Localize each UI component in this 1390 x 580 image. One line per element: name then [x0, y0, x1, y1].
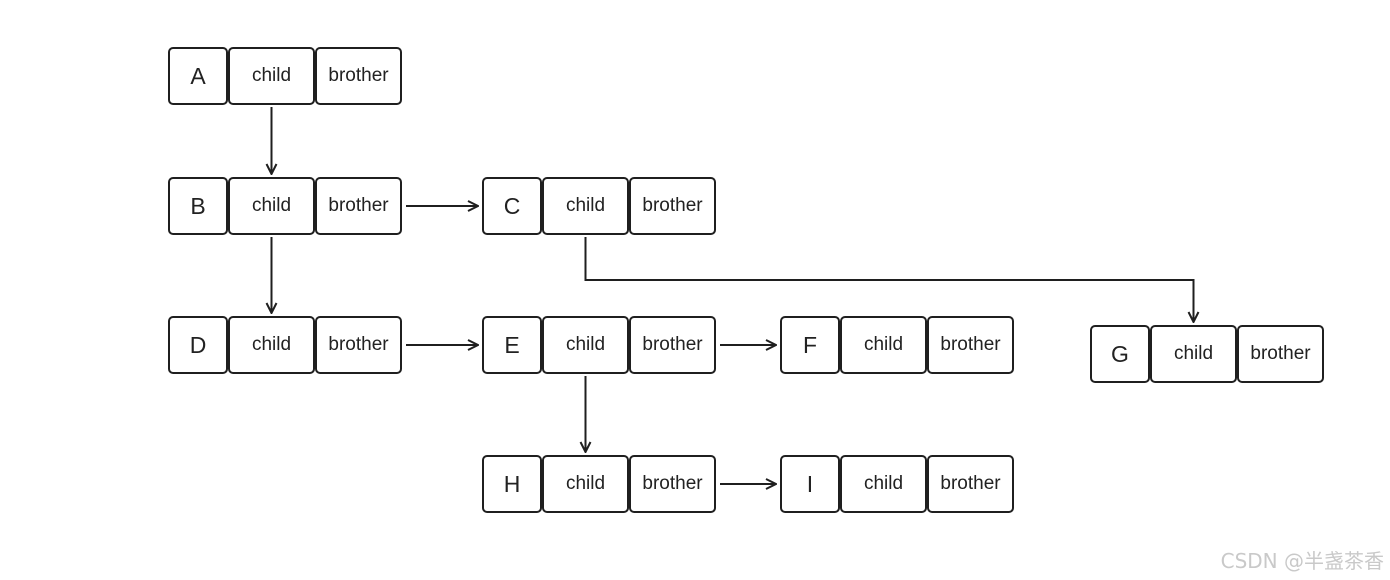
- node-name: F: [780, 316, 840, 374]
- child-pointer-field: child: [840, 455, 927, 513]
- brother-pointer-field: brother: [315, 177, 402, 235]
- child-pointer-field: child: [840, 316, 927, 374]
- brother-pointer-field: brother: [629, 455, 716, 513]
- child-pointer-field: child: [542, 316, 629, 374]
- child-pointer-field: child: [542, 177, 629, 235]
- brother-pointer-field: brother: [927, 316, 1014, 374]
- brother-pointer-field: brother: [927, 455, 1014, 513]
- child-pointer-field: child: [228, 316, 315, 374]
- arrow-child-C-to-G: [584, 237, 1194, 322]
- node-name: A: [168, 47, 228, 105]
- child-pointer-field: child: [542, 455, 629, 513]
- node-name: G: [1090, 325, 1150, 383]
- brother-pointer-field: brother: [629, 316, 716, 374]
- child-pointer-field: child: [1150, 325, 1237, 383]
- brother-pointer-field: brother: [629, 177, 716, 235]
- node-name: C: [482, 177, 542, 235]
- node-name: D: [168, 316, 228, 374]
- watermark: CSDN @半盏茶香: [1220, 549, 1384, 573]
- brother-pointer-field: brother: [1237, 325, 1324, 383]
- child-pointer-field: child: [228, 47, 315, 105]
- brother-pointer-field: brother: [315, 316, 402, 374]
- brother-pointer-field: brother: [315, 47, 402, 105]
- node-name: H: [482, 455, 542, 513]
- node-name: B: [168, 177, 228, 235]
- child-pointer-field: child: [228, 177, 315, 235]
- node-name: E: [482, 316, 542, 374]
- node-name: I: [780, 455, 840, 513]
